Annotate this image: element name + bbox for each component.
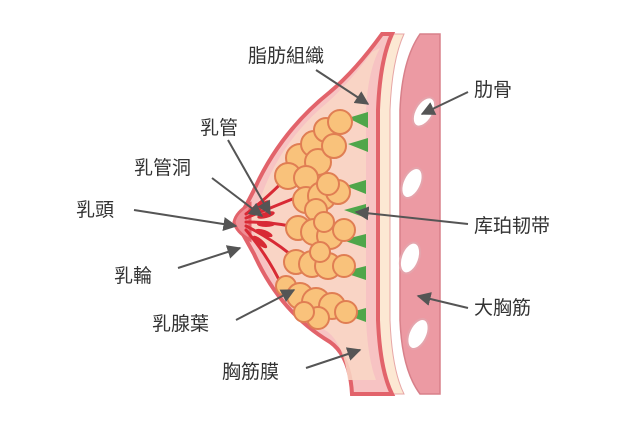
pointer-mammary-lobe [235, 289, 296, 321]
rib-4 [406, 318, 430, 350]
pointer-pectoral-fascia [305, 347, 362, 369]
pointer-lines [133, 69, 469, 369]
sinus [252, 235, 268, 249]
lobule-top [274, 109, 353, 191]
sinus [257, 221, 275, 227]
label-nipple: 乳頭 [76, 199, 114, 221]
rib-3 [398, 241, 422, 275]
ligament [342, 266, 366, 280]
label-pectoralis-major: 大胸筋 [474, 297, 531, 319]
lobule-middle [285, 211, 356, 250]
label-lactiferous-duct: 乳管 [200, 117, 238, 139]
pointer-areola [177, 245, 242, 269]
pointer-lactiferous-duct [227, 139, 271, 216]
label-pectoral-fascia: 胸筋膜 [222, 361, 279, 383]
rib-2 [400, 167, 424, 199]
lobule-upper [292, 172, 351, 222]
lobule-lower [283, 241, 356, 280]
label-cooper-ligament: 库珀韧带 [474, 215, 550, 237]
pointer-pectoralis-major [416, 292, 469, 309]
duct [244, 224, 292, 256]
label-rib: 肋骨 [474, 79, 512, 101]
mammary-lobules [274, 109, 358, 330]
pointer-rib [420, 91, 469, 115]
pointer-lactiferous-sinus [211, 177, 264, 217]
label-mammary-lobe: 乳腺葉 [152, 313, 209, 335]
ligament [346, 180, 366, 194]
label-areola: 乳輪 [114, 265, 152, 287]
pointer-cooper-ligament [354, 206, 469, 225]
label-adipose-tissue: 脂肪組織 [248, 45, 324, 67]
ligament [342, 234, 366, 248]
ligament [348, 138, 368, 152]
ligament [348, 112, 368, 128]
label-lactiferous-sinus: 乳管洞 [134, 157, 191, 179]
sinus [255, 228, 273, 238]
pointer-adipose-tissue [315, 69, 370, 105]
pointer-nipple [133, 209, 238, 231]
